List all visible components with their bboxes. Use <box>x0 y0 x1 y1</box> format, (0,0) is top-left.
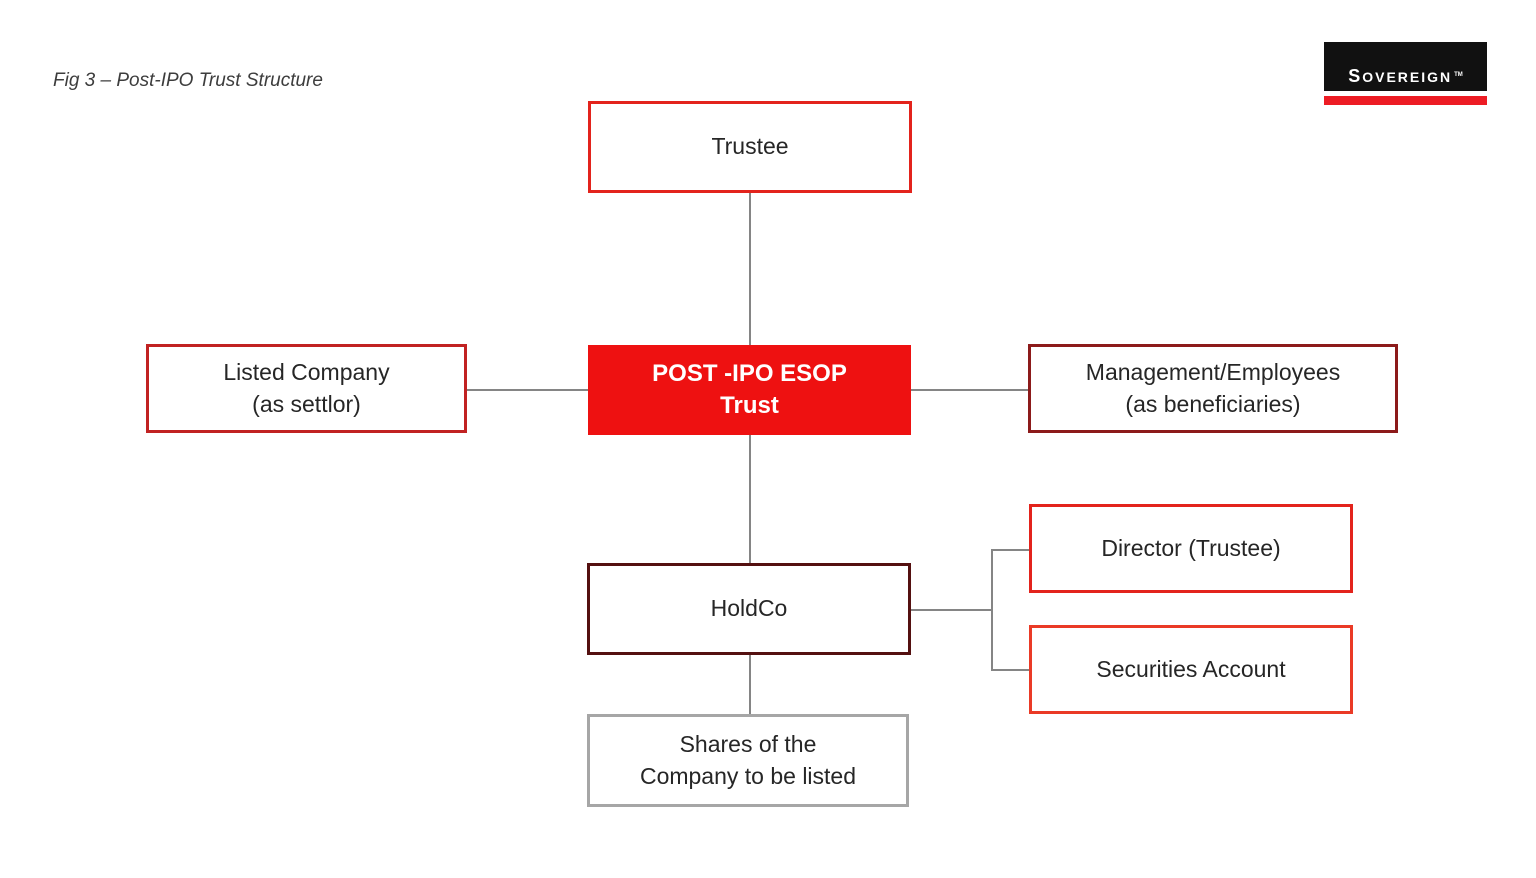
figure-title: Fig 3 – Post-IPO Trust Structure <box>53 70 323 91</box>
node-holdco: HoldCo <box>587 563 911 655</box>
sovereign-logo: Sovereign TM <box>1324 42 1487 105</box>
node-shares-of-company-label: Shares of the Company to be listed <box>639 731 857 789</box>
node-director-trustee: Director (Trustee) <box>1029 504 1353 593</box>
node-listed-company: Listed Company (as settlor) <box>146 344 467 433</box>
node-trustee: Trustee <box>588 101 912 193</box>
connector-branch-to-securities <box>991 669 1029 671</box>
connector-branch-to-director <box>991 549 1029 551</box>
node-management-employees: Management/Employees (as beneficiaries) <box>1028 344 1398 433</box>
connector-branch-vertical <box>991 549 993 671</box>
node-director-trustee-label: Director (Trustee) <box>1101 534 1281 561</box>
node-securities-account: Securities Account <box>1029 625 1353 714</box>
node-securities-account-label: Securities Account <box>1096 655 1286 682</box>
connector-listed-to-esop <box>467 389 588 391</box>
node-post-ipo-esop-trust: POST -IPO ESOP Trust <box>588 345 911 435</box>
connector-esop-to-holdco <box>749 435 751 563</box>
trademark-symbol: TM <box>1454 72 1463 78</box>
node-shares-of-company: Shares of the Company to be listed <box>587 714 909 807</box>
node-management-employees-label: Management/Employees (as beneficiaries) <box>1085 359 1341 417</box>
sovereign-logo-black-box: Sovereign TM <box>1324 42 1487 91</box>
connector-esop-to-management <box>911 389 1028 391</box>
sovereign-logo-wordmark: Sovereign <box>1348 66 1453 86</box>
node-holdco-label: HoldCo <box>710 595 788 622</box>
connector-trustee-to-esop <box>749 193 751 345</box>
node-listed-company-label: Listed Company (as settlor) <box>223 359 390 417</box>
connector-holdco-to-branch <box>911 609 992 611</box>
node-post-ipo-esop-trust-label: POST -IPO ESOP Trust <box>652 359 847 419</box>
sovereign-logo-red-bar <box>1324 96 1487 105</box>
node-trustee-label: Trustee <box>711 133 789 160</box>
connector-holdco-to-shares <box>749 655 751 714</box>
